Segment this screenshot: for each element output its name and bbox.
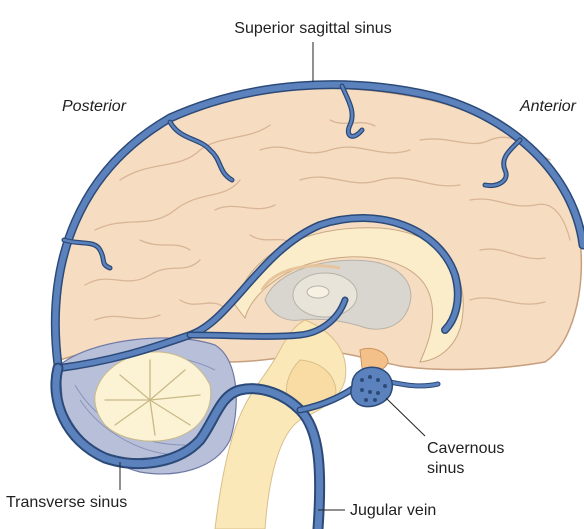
label-cavernous-sinus-line1: Cavernous: [427, 440, 504, 457]
label-posterior: Posterior: [62, 98, 127, 115]
label-superior-sagittal-sinus: Superior sagittal sinus: [234, 20, 391, 37]
cavernous-sinus-cluster: [351, 367, 392, 406]
label-cavernous-sinus-line2: sinus: [427, 460, 464, 477]
thalamus-inner: [307, 286, 329, 298]
label-transverse-sinus: Transverse sinus: [6, 494, 127, 511]
label-jugular-vein: Jugular vein: [350, 502, 436, 519]
label-anterior: Anterior: [519, 98, 577, 115]
